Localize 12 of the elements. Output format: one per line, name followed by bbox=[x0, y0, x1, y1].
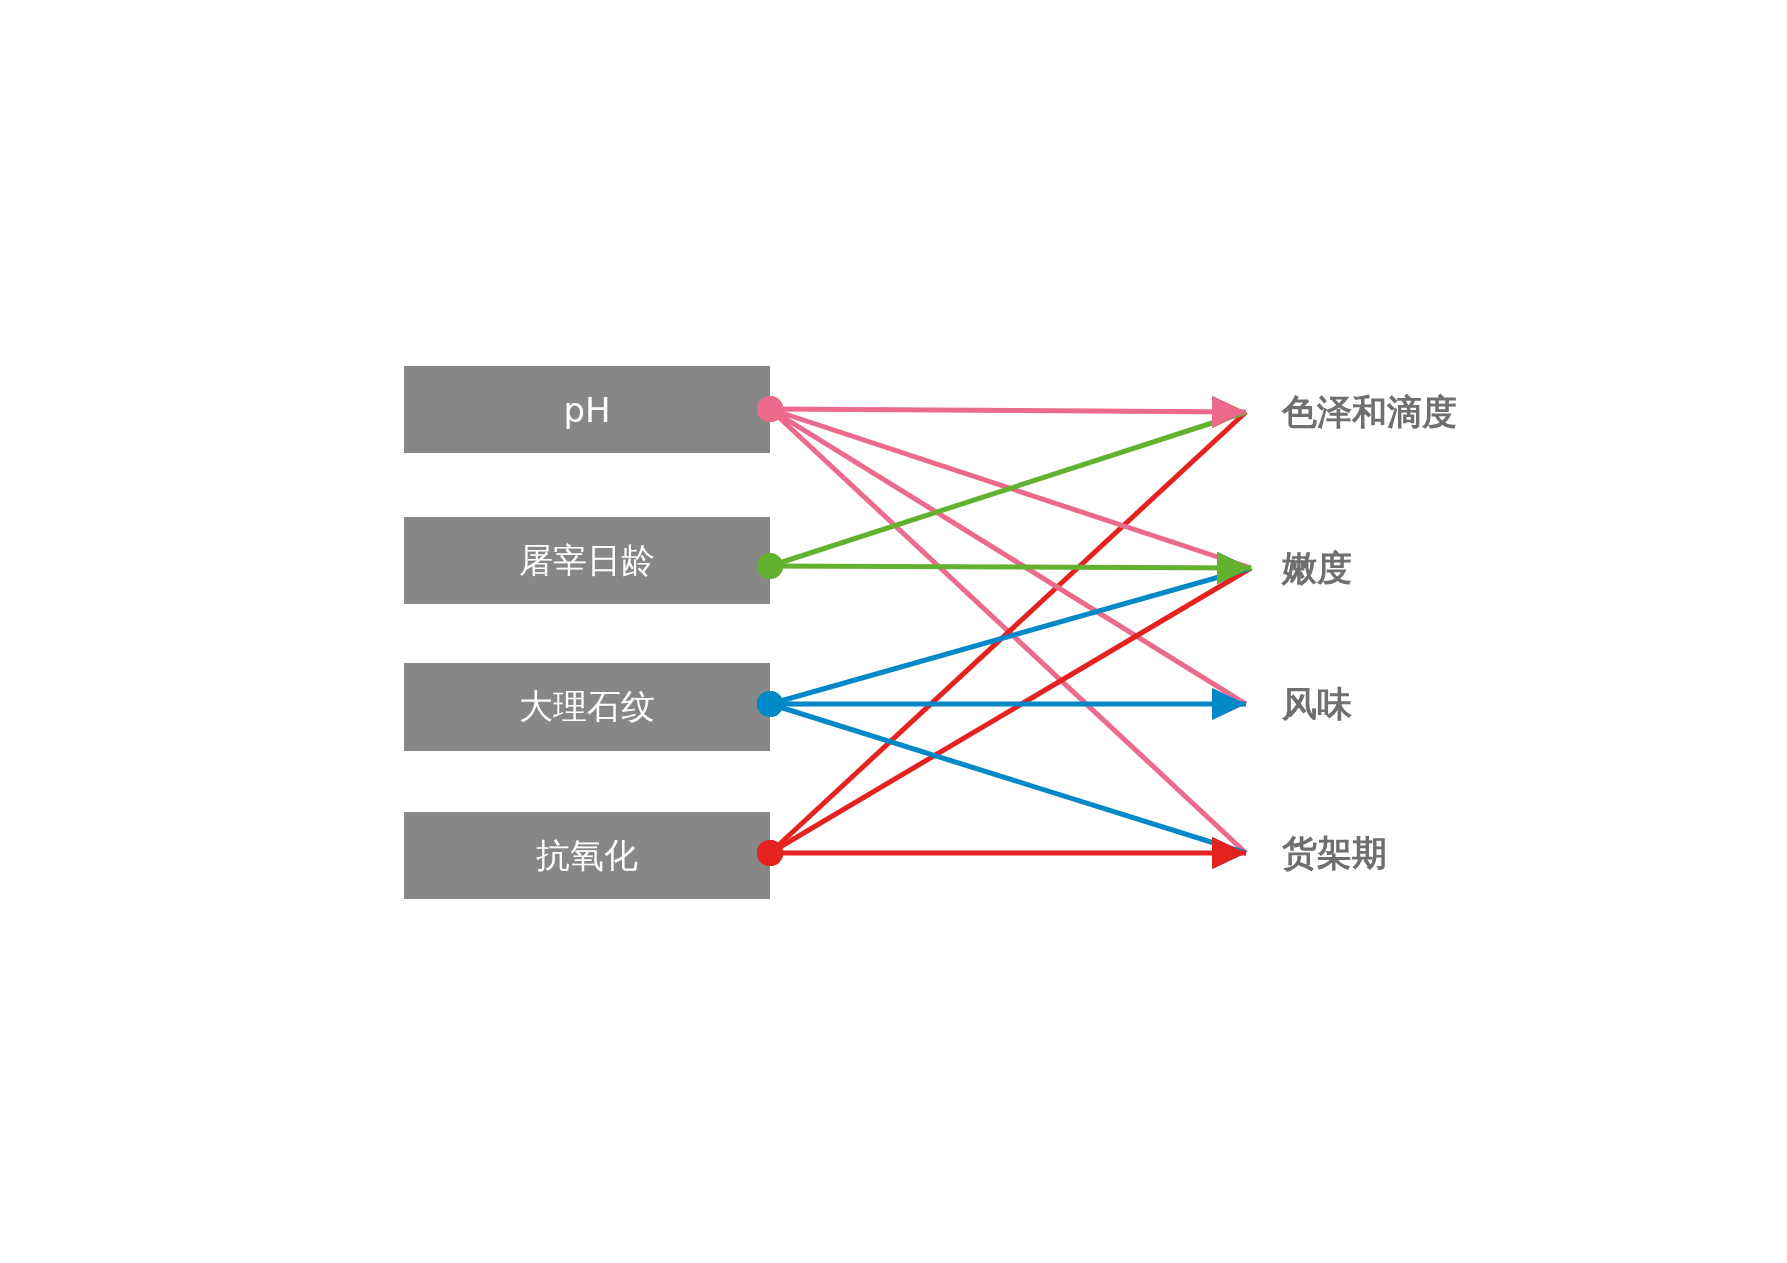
arrow bbox=[757, 396, 1246, 428]
node-label: 嫩度 bbox=[1282, 547, 1352, 589]
arrow bbox=[757, 837, 1246, 869]
node-label: 色泽和滴度 bbox=[1282, 391, 1457, 433]
arrow bbox=[757, 552, 1251, 584]
text-box: 屠宰日龄 bbox=[404, 517, 770, 604]
node-label: 风味 bbox=[1282, 683, 1352, 725]
text-box: pH bbox=[404, 366, 770, 453]
text-box: 抗氧化 bbox=[404, 812, 770, 899]
arrow bbox=[757, 688, 1246, 720]
text-box: 大理石纹 bbox=[404, 663, 770, 751]
node-label: 货架期 bbox=[1282, 832, 1387, 874]
